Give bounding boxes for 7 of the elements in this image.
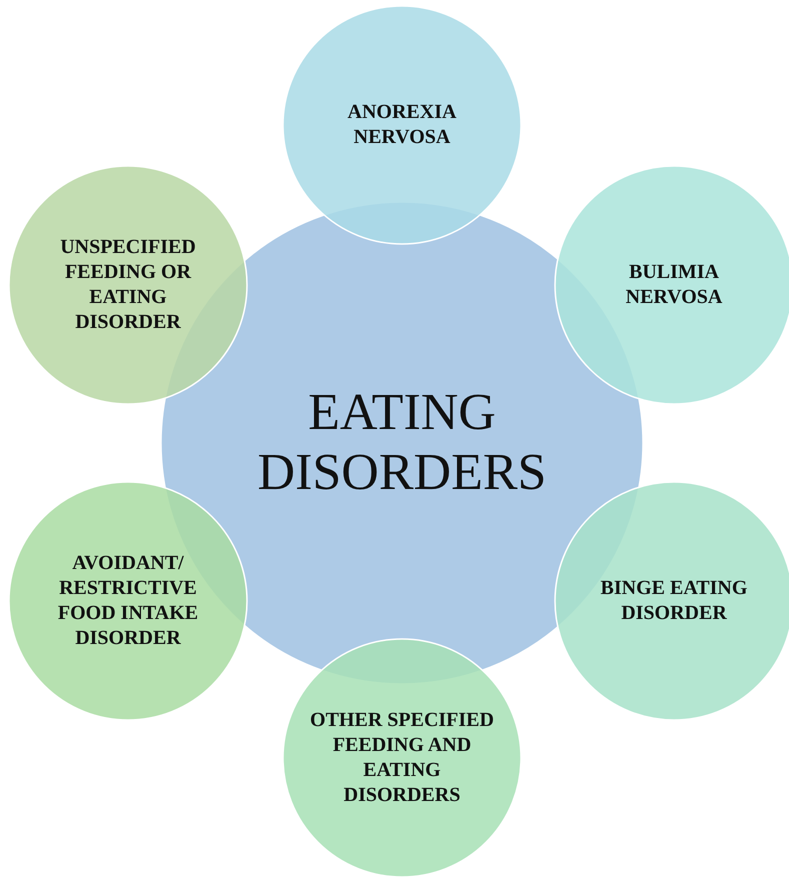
category-label: BINGE EATING DISORDER (600, 576, 748, 626)
category-label: AVOIDANT/ RESTRICTIVE FOOD INTAKE DISORDER (56, 551, 200, 651)
category-label: UNSPECIFIED FEEDING OR EATING DISORDER (59, 235, 197, 335)
category-label: OTHER SPECIFIED FEEDING AND EATING DISORDERS (309, 708, 495, 808)
category-label: BULIMIA NERVOSA (624, 260, 724, 310)
category-label: ANOREXIA NERVOSA (346, 100, 458, 150)
center-title: EATING DISORDERS (256, 383, 548, 503)
